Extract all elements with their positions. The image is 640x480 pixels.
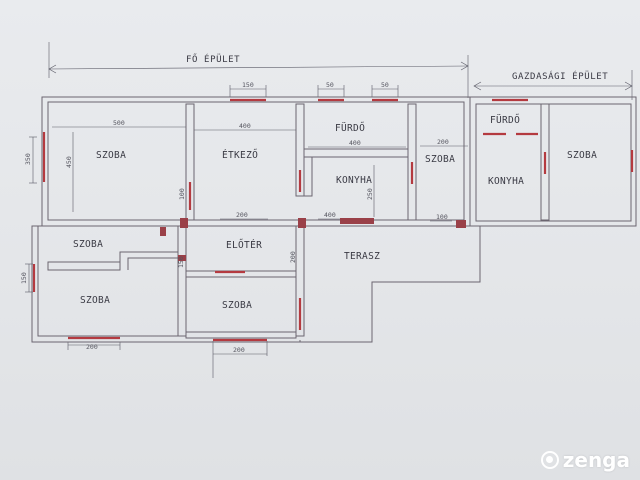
dim-200-bottom-mid: 200 (233, 346, 245, 354)
dim-400-mid: 400 (324, 211, 336, 219)
room-label-szoba-4: SZOBA (73, 239, 103, 250)
farm-building-dimension (473, 70, 633, 100)
room-label-szoba-3: SZOBA (567, 150, 597, 161)
farm-building-title: GAZDASÁGI ÉPÜLET (512, 70, 608, 82)
dim-50-a: 50 (326, 81, 334, 89)
room-label-etkezo: ÉTKEZŐ (222, 149, 258, 161)
dim-250: 250 (366, 188, 374, 200)
room-label-konyha-1: KONYHA (336, 175, 372, 186)
main-building-title: FŐ ÉPÜLET (186, 53, 240, 65)
zenga-watermark-text: zenga (562, 448, 630, 472)
dim-150-left: 150 (20, 272, 28, 284)
top-dimension-marks (25, 85, 468, 378)
room-label-eloter: ELŐTÉR (226, 239, 262, 251)
room-label-szoba-6: SZOBA (222, 300, 252, 311)
dim-200-v: 200 (289, 251, 297, 263)
dim-400-a: 400 (239, 122, 251, 130)
dim-150-top: 150 (242, 81, 254, 89)
room-label-szoba-1: SZOBA (96, 150, 126, 161)
dim-450: 450 (65, 156, 73, 168)
dim-150-v: 150 (177, 256, 185, 268)
room-label-szoba-5: SZOBA (80, 295, 110, 306)
main-building-dimension (48, 42, 469, 98)
dim-350-left: 350 (24, 153, 32, 165)
zenga-watermark: zenga (540, 448, 630, 472)
room-label-furdo-2: FÜRDŐ (490, 115, 520, 126)
dim-500: 500 (113, 119, 125, 127)
dim-100-v: 100 (178, 188, 186, 200)
dim-100-mid: 100 (436, 213, 448, 221)
zenga-logo-icon (540, 451, 559, 469)
room-label-terasz: TERASZ (344, 251, 380, 262)
room-label-konyha-2: KONYHA (488, 176, 524, 187)
dim-400-b: 400 (349, 139, 361, 147)
dim-200-bottom-left: 200 (86, 343, 98, 351)
room-label-furdo-1: FÜRDŐ (335, 123, 365, 134)
room-label-szoba-2: SZOBA (425, 154, 455, 165)
walls (31, 96, 637, 343)
dim-200-top: 200 (437, 138, 449, 146)
openings (32, 98, 634, 342)
dim-50-b: 50 (381, 81, 389, 89)
dim-200-mid: 200 (236, 211, 248, 219)
